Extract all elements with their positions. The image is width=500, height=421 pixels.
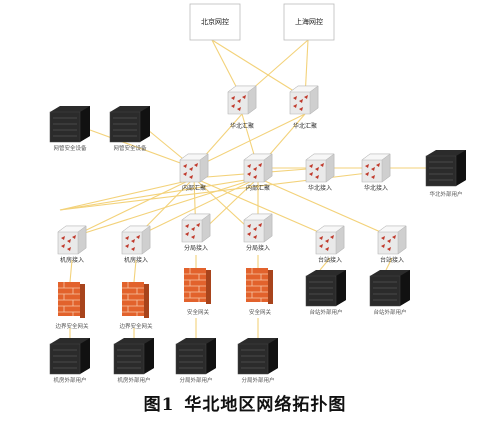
firewall-4-label: 安全网关 [249, 308, 272, 316]
station-access-router-1: 台站接入 [315, 225, 345, 264]
firewall-3: 安全网关 [183, 267, 212, 316]
room-access-router-2: 机房接入 [121, 225, 151, 264]
bottom-server-2-label: 机房外部用户 [117, 376, 150, 384]
bottom-server-3: 分局外部用户 [175, 337, 217, 384]
firewall-4: 安全网关 [245, 267, 274, 316]
hub-right-label: 华北汇聚 [293, 122, 317, 130]
access-router-hb: 华北接入 [305, 153, 335, 192]
bottom-server-4: 分局外部用户 [237, 337, 279, 384]
firewall-2: 边界安全网关 [119, 281, 153, 330]
station-server-1-label: 台站外部用户 [309, 308, 342, 316]
agg-mid-label: 内部汇聚 [246, 184, 270, 192]
hub-router-left: 华北汇聚 [227, 85, 257, 130]
station-access-router-2: 台站接入 [377, 225, 407, 264]
room-access-router-1: 机房接入 [57, 225, 87, 264]
beijing-center-box: 北京网控 [189, 3, 241, 41]
hub-left-label: 华北汇聚 [230, 122, 254, 130]
branch-access-router-1: 分局接入 [181, 213, 211, 252]
bottom-server-1-label: 机房外部用户 [53, 376, 86, 384]
branch-access-2-label: 分局接入 [246, 244, 270, 252]
security-device-1: 网管安全设备 [49, 105, 91, 152]
shanghai-center-box: 上海网控 [283, 3, 335, 41]
remote-user-server: 华北外部用户 [425, 149, 467, 198]
firewall-2-label: 边界安全网关 [119, 322, 153, 330]
bottom-server-4-label: 分局外部用户 [241, 376, 274, 384]
station-server-1: 台站外部用户 [305, 269, 347, 316]
access-hb-label: 华北接入 [308, 184, 332, 192]
figure-number: 图1 [143, 395, 175, 415]
station-access-1-label: 台站接入 [318, 256, 342, 264]
firewall-3-label: 安全网关 [187, 308, 210, 316]
firewall-1: 边界安全网关 [55, 281, 89, 330]
agg-router-left: 内部汇聚 [179, 153, 209, 192]
security-device-2: 网管安全设备 [109, 105, 151, 152]
branch-access-1-label: 分局接入 [184, 244, 208, 252]
figure-title: 华北地区网络拓扑图 [184, 395, 347, 415]
room-access-2-label: 机房接入 [124, 256, 148, 264]
hub-router-right: 华北汇聚 [289, 85, 319, 130]
bottom-server-2: 机房外部用户 [113, 337, 155, 384]
agg-left-label: 内部汇聚 [182, 184, 206, 192]
security-device-2-label: 网管安全设备 [113, 144, 147, 152]
station-server-2-label: 台站外部用户 [373, 308, 406, 316]
bottom-server-1: 机房外部用户 [49, 337, 91, 384]
figure-caption: 图1 华北地区网络拓扑图 [0, 390, 500, 415]
firewall-1-label: 边界安全网关 [55, 322, 89, 330]
beijing-center-label: 北京网控 [201, 17, 229, 26]
access-hb2-label: 华北接入 [364, 184, 388, 192]
access-router-hb2: 华北接入 [361, 153, 391, 192]
shanghai-center-label: 上海网控 [295, 17, 323, 26]
agg-router-mid: 内部汇聚 [243, 153, 273, 192]
security-device-1-label: 网管安全设备 [53, 144, 87, 152]
remote-user-label: 华北外部用户 [429, 190, 462, 198]
station-access-2-label: 台站接入 [380, 256, 404, 264]
branch-access-router-2: 分局接入 [243, 213, 273, 252]
station-server-2: 台站外部用户 [369, 269, 411, 316]
bottom-server-3-label: 分局外部用户 [179, 376, 212, 384]
room-access-1-label: 机房接入 [60, 256, 84, 264]
